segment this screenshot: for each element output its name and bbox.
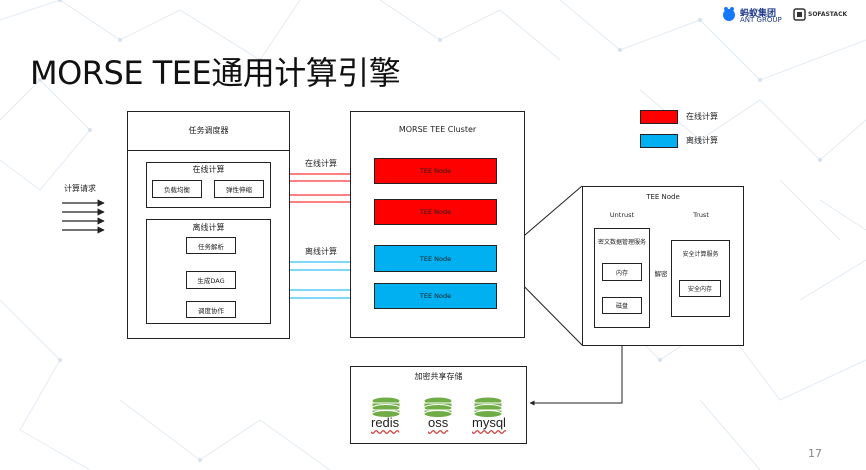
schedule-coordinate-step: 调度协作 — [186, 301, 236, 318]
online-compute-title: 在线计算 — [192, 165, 225, 174]
tee-node-offline-2: TEE Node — [374, 283, 497, 309]
ciphertext-service-title: 密文数据管理服务 — [597, 239, 646, 246]
untrust-label: Untrust — [609, 211, 635, 219]
company-name: 蚂蚁集团 — [740, 9, 777, 19]
tee-node-online-1: TEE Node — [374, 158, 497, 184]
legend-offline-swatch — [640, 134, 678, 148]
page-number: 17 — [808, 447, 822, 460]
sofastack-logo-icon — [793, 8, 806, 21]
legend-offline-label: 离线计算 — [686, 136, 718, 145]
auto-scaling: 弹性伸缩 — [214, 180, 264, 198]
mysql-label: mysql — [472, 415, 506, 430]
cluster-title: MORSE TEE Cluster — [398, 125, 477, 134]
generate-dag-step: 生成DAG — [186, 271, 236, 289]
sofastack-logo-text: SOFASTACK — [808, 11, 848, 18]
scheduler-title: 任务调度器 — [188, 126, 229, 135]
trust-label: Trust — [693, 211, 709, 219]
tee-node-online-2: TEE Node — [374, 199, 497, 225]
task-parse-step: 任务解析 — [186, 237, 236, 254]
ant-group-logo-icon — [723, 7, 735, 21]
secure-memory-block: 安全内存 — [679, 280, 721, 297]
secure-service-title: 安全计算服务 — [682, 251, 719, 258]
legend-online-swatch — [640, 110, 678, 124]
legend-online-label: 在线计算 — [686, 112, 718, 121]
request-label: 计算请求 — [64, 184, 96, 193]
tee-node-offline-1: TEE Node — [374, 245, 497, 272]
redis-db-icon — [371, 396, 401, 418]
secure-compute-service — [671, 240, 730, 317]
oss-label: oss — [428, 415, 449, 430]
database-icons — [371, 396, 503, 418]
storage-title: 加密共享存储 — [414, 372, 463, 381]
scheduler-header-divider — [127, 150, 290, 151]
disk-block: 磁盘 — [602, 297, 642, 314]
online-flow-label: 在线计算 — [305, 159, 337, 168]
redis-label: redis — [371, 415, 400, 430]
oss-db-icon — [423, 396, 453, 418]
decrypt-label: 解密 — [654, 270, 668, 278]
offline-flow-label: 离线计算 — [305, 247, 337, 256]
mysql-db-icon — [473, 396, 503, 418]
memory-block: 内存 — [602, 263, 642, 281]
load-balance: 负载均衡 — [152, 180, 202, 198]
tee-detail-title: TEE Node — [646, 193, 680, 201]
page-title: MORSE TEE通用计算引擎 — [30, 54, 401, 92]
offline-compute-title: 离线计算 — [192, 223, 225, 232]
company-name-en: ANT GROUP — [740, 16, 782, 24]
